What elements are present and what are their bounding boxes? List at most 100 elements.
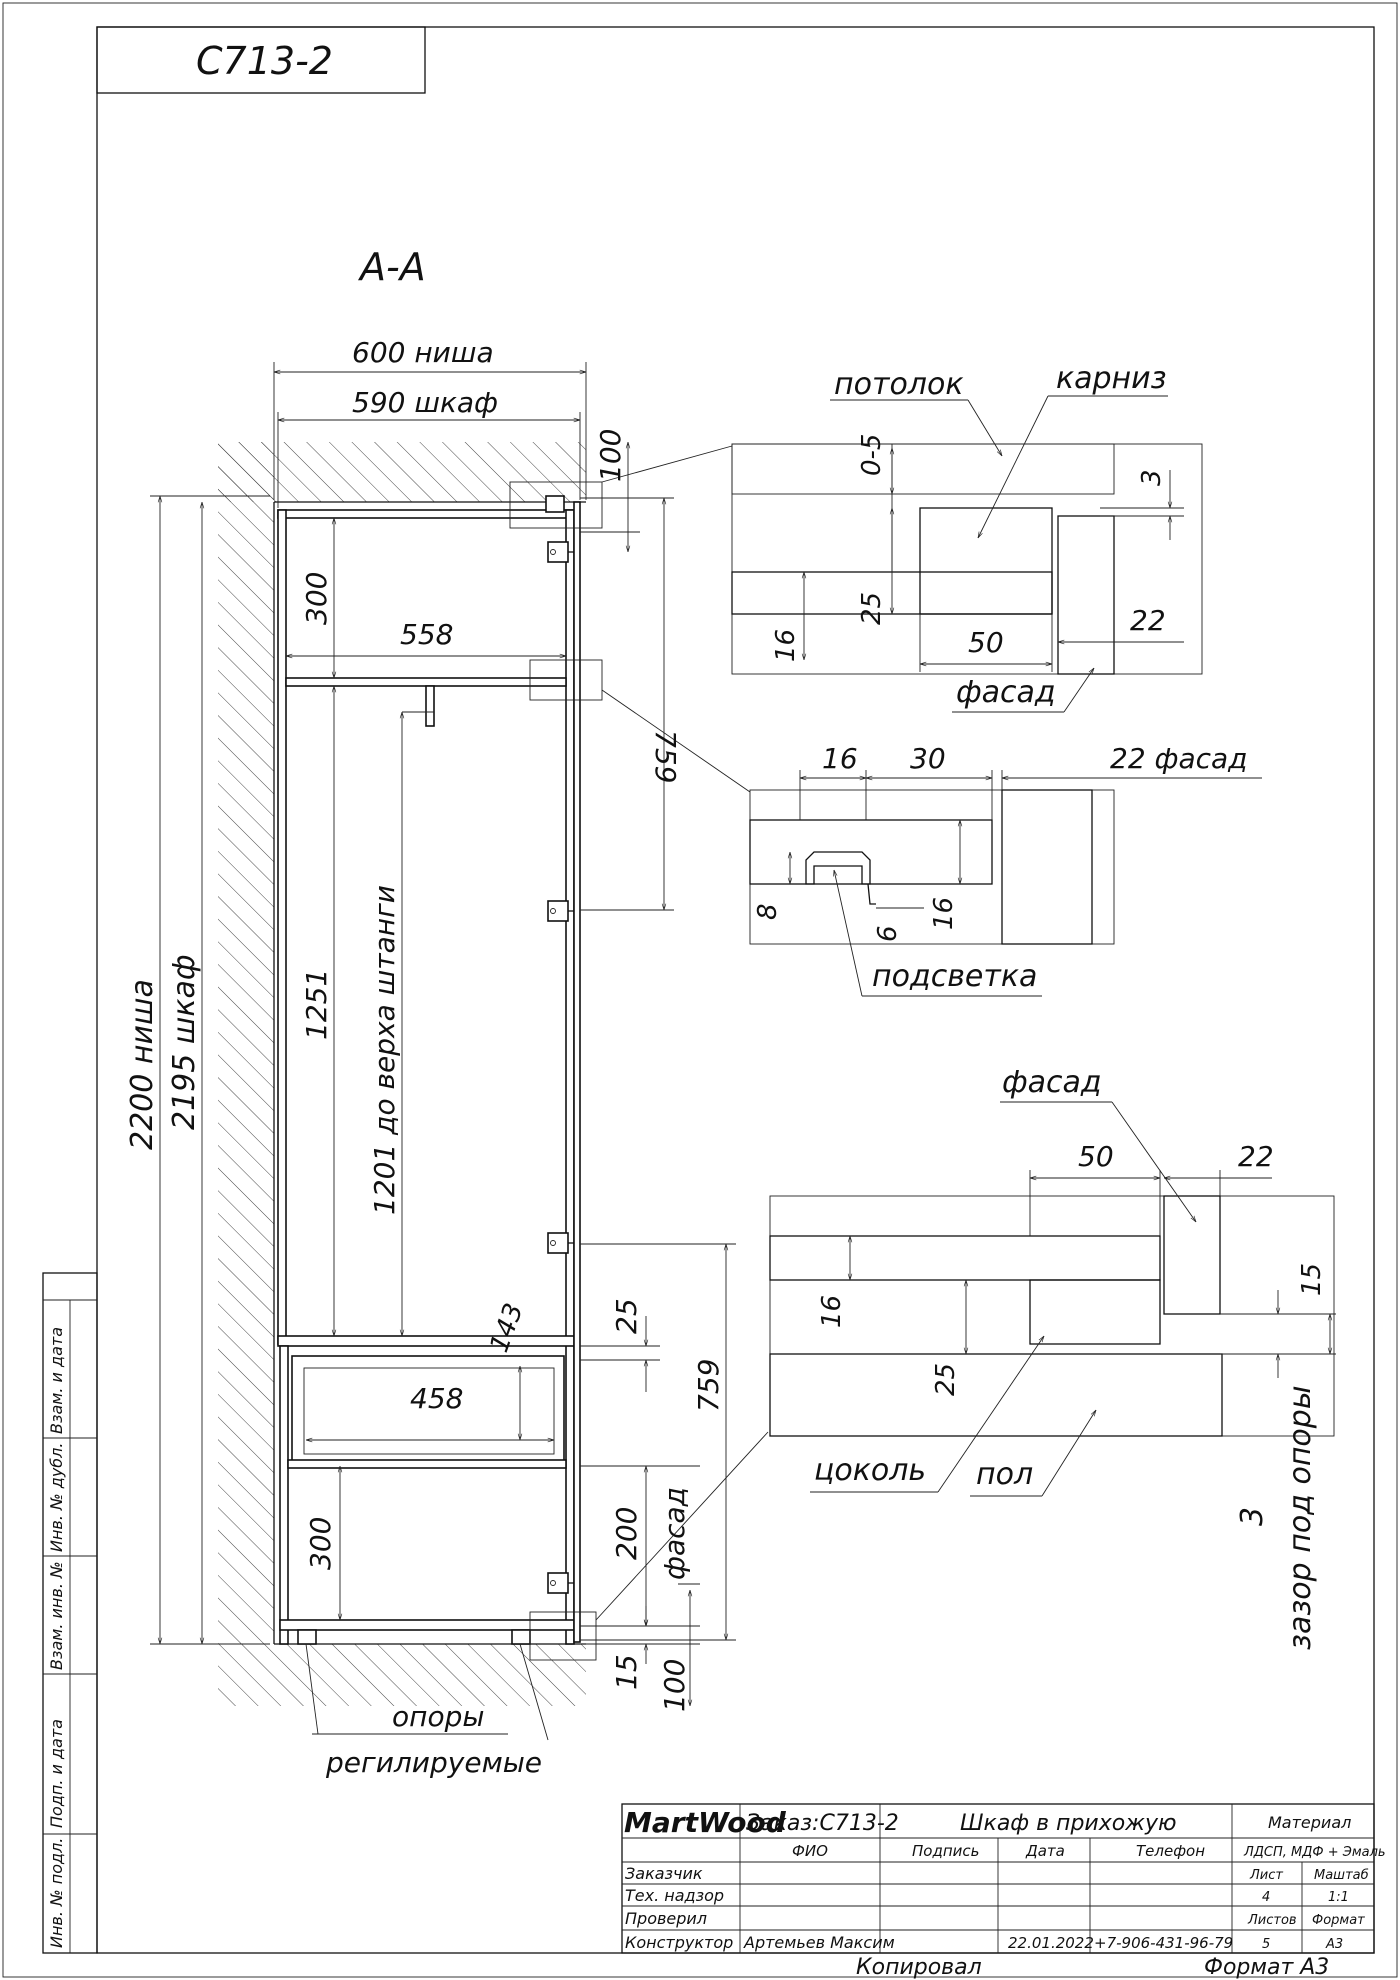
supports-label-2: регилируемые (325, 1746, 542, 1779)
callout-box-mid (529, 659, 603, 701)
copied-label: Копировал (856, 1955, 982, 1980)
dim-bottom-shelf: 300 (304, 1517, 337, 1570)
col-fio: ФИО (792, 1842, 828, 1860)
dim-16-bottom: 16 (817, 1295, 847, 1328)
stamp-5: Инв. № подл. (47, 1838, 66, 1948)
format-footer: Формат А3 (1204, 1955, 1329, 1980)
detail-bottom: фасад 50 22 16 15 25 цоколь пол 3 зазор … (769, 1065, 1336, 1650)
dim-top-gap: 100 (594, 429, 627, 482)
dim-door-lower: 759 (692, 1359, 725, 1412)
dim-drawer-width: 458 (410, 1382, 463, 1415)
shelf-2 (277, 1335, 575, 1347)
dim-25-bottom: 25 (931, 1363, 961, 1396)
dim-50-bottom: 50 (1078, 1140, 1114, 1173)
format-label: Формат (1312, 1913, 1365, 1928)
dim-6: 6 (873, 925, 903, 942)
format-value: А3 (1325, 1937, 1343, 1952)
sheet-no: 4 (1262, 1890, 1270, 1905)
dim-30: 30 (910, 742, 946, 775)
dim-drawer-height: 143 (484, 1299, 529, 1356)
hinge (547, 1572, 574, 1594)
facade-label-bottom: фасад (1002, 1065, 1102, 1100)
scale-label: Маштаб (1314, 1868, 1369, 1883)
cornice-profile (545, 495, 565, 513)
dim-mid-height: 1251 (300, 969, 333, 1040)
dim-15-bottom: 15 (1297, 1263, 1327, 1296)
dim-facade-200: 200 (610, 1507, 643, 1560)
row-designer: Конструктор (625, 1933, 733, 1952)
dim-rod-height: 1201 до верха штанги (368, 885, 401, 1215)
ceiling-label: потолок (834, 367, 963, 402)
dim-15: 15 (610, 1654, 643, 1690)
scale-value: 1:1 (1328, 1890, 1349, 1905)
designer-name: Артемьев Максим (743, 1933, 895, 1952)
shelf-1 (285, 677, 567, 687)
col-sign: Подпись (912, 1842, 979, 1860)
row-supervision: Тех. надзор (625, 1886, 724, 1905)
support-leg (511, 1629, 531, 1645)
dim-niche-width: 600 ниша (352, 336, 494, 369)
detail-top: потолок карниз 0-5 3 25 16 50 22 фасад (731, 361, 1203, 713)
floor-hatch (218, 1644, 586, 1706)
wall-hatch (218, 442, 274, 1644)
row-checked: Проверил (625, 1909, 707, 1928)
callout-box-bottom (529, 1611, 597, 1661)
ceiling-hatch (218, 442, 586, 502)
gap-supports-label: зазор под опоры (1283, 1385, 1318, 1650)
title-block: MartWood Заказ:С713-2 Шкаф в прихожую Ма… (621, 1803, 1386, 1954)
dim-3: 3 (1137, 469, 1167, 486)
dim-facade-label: фасад (658, 1487, 691, 1580)
material-value: ЛДСП, МДФ + Эмаль (1243, 1845, 1386, 1860)
dim-16b: 16 (929, 897, 959, 930)
drawer-box (303, 1367, 555, 1455)
main-dimensions: 600 ниша 590 шкаф 2200 ниша 2195 шкаф 30… (125, 336, 736, 1712)
dim-100: 100 (658, 1659, 691, 1712)
material-title: Материал (1268, 1813, 1351, 1832)
hinge (547, 900, 574, 922)
cornice-label: карниз (1056, 361, 1167, 396)
stamp-3: Взам. инв. № (47, 1561, 66, 1670)
detail-mid: 16 30 22 фасад 8 6 16 подсветка (749, 742, 1262, 997)
hinge (547, 541, 574, 563)
supports-label: опоры (392, 1700, 484, 1733)
col-date: Дата (1025, 1842, 1065, 1860)
drawing-code: С713-2 (196, 39, 333, 83)
dim-top-shelf: 300 (300, 572, 333, 625)
dim-gap-25: 25 (610, 1298, 643, 1334)
dim-22-bottom: 22 (1238, 1140, 1274, 1173)
code-box: С713-2 (96, 26, 426, 94)
dim-inner-width: 558 (400, 618, 453, 651)
designer-date: 22.01.2022 (1008, 1934, 1094, 1952)
section-label: А-А (357, 245, 426, 289)
gap-3-label: 3 (1235, 1507, 1270, 1526)
supports-note: опоры регилируемые (305, 1643, 549, 1779)
designer-phone: +7-906-431-96-79 (1094, 1934, 1233, 1952)
callout-box-top (509, 481, 603, 529)
left-side-panel (277, 509, 287, 1345)
row-customer: Заказчик (625, 1864, 703, 1883)
right-side-panel (565, 509, 575, 1645)
drawer-bottom (287, 1459, 567, 1469)
dim-facade-22: 22 фасад (1110, 742, 1248, 775)
dim-16-mid: 16 (822, 742, 858, 775)
dim-gap-05: 0-5 (857, 434, 887, 476)
sheet-label: Лист (1249, 1868, 1283, 1883)
col-phone: Телефон (1136, 1842, 1205, 1860)
lower-left-side (279, 1345, 289, 1645)
facade-label-top: фасад (956, 675, 1056, 710)
side-stamp: Взам. и дата Инв. № дубл. Взам. инв. № П… (42, 1272, 98, 1954)
dim-22: 22 (1130, 604, 1166, 637)
lighting-label: подсветка (872, 959, 1037, 994)
dim-16: 16 (771, 629, 801, 662)
sheets-total: 5 (1262, 1937, 1270, 1952)
dim-niche-height: 2200 ниша (125, 979, 160, 1150)
hanging-rod (425, 685, 435, 727)
dim-8: 8 (753, 903, 783, 920)
dim-door-upper: 759 (649, 730, 682, 783)
plinth-label: цоколь (814, 1453, 926, 1488)
top-panel (277, 509, 575, 519)
product-name: Шкаф в прихожую (960, 1811, 1177, 1836)
martwood-logo: MartWood (624, 1806, 787, 1839)
